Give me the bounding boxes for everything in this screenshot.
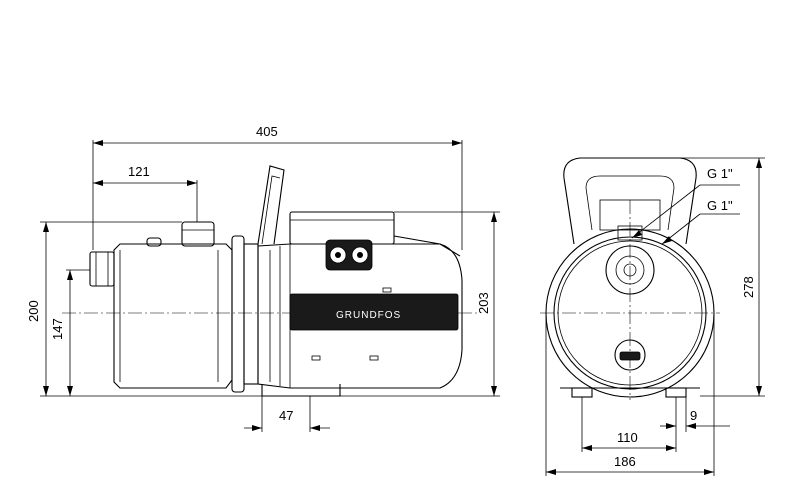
- priming-plug: [146, 237, 162, 247]
- dim-foot-spacing: 110: [617, 430, 638, 445]
- dim-shaft-height: 147: [50, 318, 65, 340]
- front-handle: [563, 157, 697, 245]
- pump-housing: [113, 243, 233, 389]
- inlet-front: [614, 339, 646, 371]
- dim-foot-width: 47: [279, 408, 293, 423]
- carry-handle: [257, 165, 285, 245]
- housing-flange: [231, 235, 245, 393]
- thread-label-top: G 1": [707, 166, 733, 181]
- inlet-port: [89, 251, 115, 287]
- thread-label-bottom: G 1": [707, 198, 733, 213]
- front-foot-right: [665, 387, 687, 398]
- outlet-front: [605, 245, 655, 295]
- outlet-port: [181, 221, 215, 247]
- pump-foot: [261, 384, 341, 397]
- dim-overall-length: 405: [256, 124, 278, 139]
- front-view: G 1" G 1" 278 110 9 186: [540, 157, 765, 476]
- dim-inlet-outlet: 121: [128, 164, 150, 179]
- terminal-box: [289, 211, 395, 245]
- dim-height-right: 203: [476, 292, 491, 314]
- dim-base-width: 186: [614, 454, 636, 469]
- brand-logo: GRUNDFOS: [336, 310, 401, 321]
- brand-band: [289, 293, 459, 331]
- motor-body: [257, 243, 463, 389]
- side-view: GRUNDFOS 405 121 200 147: [26, 124, 500, 432]
- dim-front-height: 278: [741, 276, 756, 298]
- dim-foot-hole: 9: [690, 408, 697, 423]
- dim-total-height: 200: [26, 300, 41, 322]
- front-foot-left: [571, 387, 593, 398]
